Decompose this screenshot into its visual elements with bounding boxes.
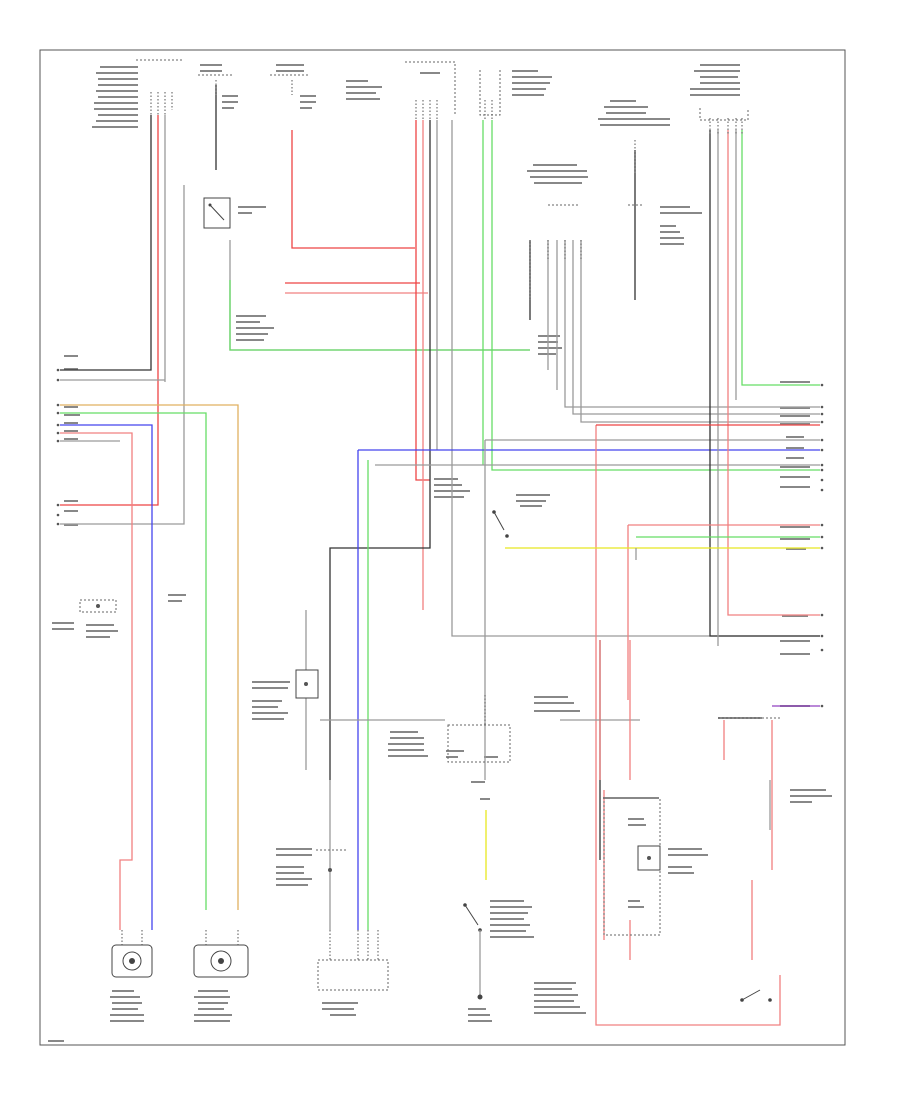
wire-group-fuses	[215, 85, 530, 351]
sensor-icon	[79, 599, 117, 613]
center-sensor-icon	[317, 930, 389, 991]
ground-icon	[477, 994, 483, 1000]
wire-group-right	[505, 130, 820, 1026]
terminal-dots	[56, 368, 824, 708]
left-sensor-icon	[111, 930, 153, 978]
module-connector-icon	[699, 108, 749, 135]
switch-icon	[463, 903, 482, 995]
fuse-icon	[198, 74, 310, 95]
diagram-border	[39, 49, 846, 1046]
switch-icon	[718, 717, 780, 1002]
wire-group-left	[60, 115, 239, 930]
wire-group-middle	[529, 150, 820, 423]
relay-icon	[203, 197, 231, 229]
connector-icon	[136, 59, 182, 115]
wire-group-junction	[329, 120, 820, 930]
connector-icon	[447, 695, 511, 763]
relay-icon	[603, 797, 661, 936]
junction-connector-icon	[405, 61, 501, 120]
switch-icon	[492, 510, 509, 538]
middle-connector-icon	[529, 140, 642, 300]
label-blocks	[48, 64, 832, 1042]
right-sensor-icon	[193, 930, 249, 978]
wire-group-lower	[305, 440, 820, 960]
connector-icon	[316, 849, 346, 872]
connector-icon	[295, 669, 319, 699]
